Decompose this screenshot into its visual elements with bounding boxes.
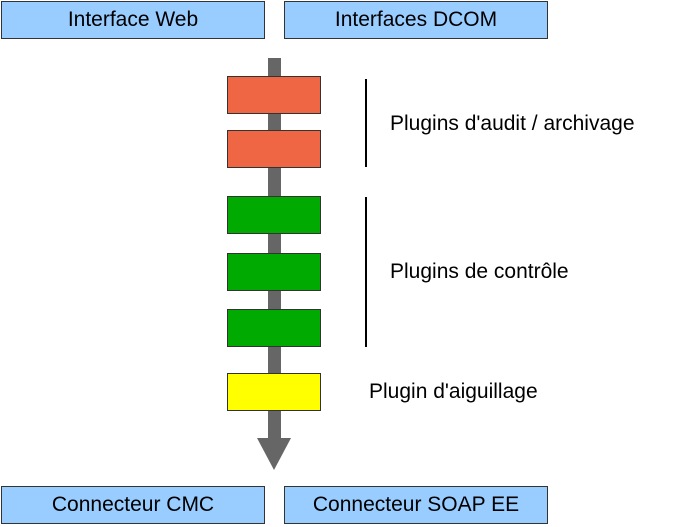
interface-web-label: Interface Web [67,8,199,31]
audit-group-label: Plugins d'audit / archivage [390,112,635,135]
interfaces-dcom-box: Interfaces DCOM [284,1,548,39]
audit-group-bracket [365,79,367,167]
interfaces-dcom-label: Interfaces DCOM [334,8,498,31]
switch-plugin-block [227,373,321,411]
control-plugin-block [227,196,321,234]
connecteur-cmc-label: Connecteur CMC [51,493,215,516]
audit-plugin-block [227,76,321,114]
connecteur-soap-label: Connecteur SOAP EE [312,493,520,516]
switch-group-label: Plugin d'aiguillage [369,380,538,403]
control-group-bracket [365,197,367,347]
connecteur-soap-box: Connecteur SOAP EE [284,486,548,524]
interface-web-box: Interface Web [1,1,265,39]
audit-plugin-block [227,130,321,168]
flow-arrow-head [257,438,291,470]
control-group-label: Plugins de contrôle [390,260,569,283]
control-plugin-block [227,253,321,291]
connecteur-cmc-box: Connecteur CMC [1,486,265,524]
control-plugin-block [227,309,321,347]
